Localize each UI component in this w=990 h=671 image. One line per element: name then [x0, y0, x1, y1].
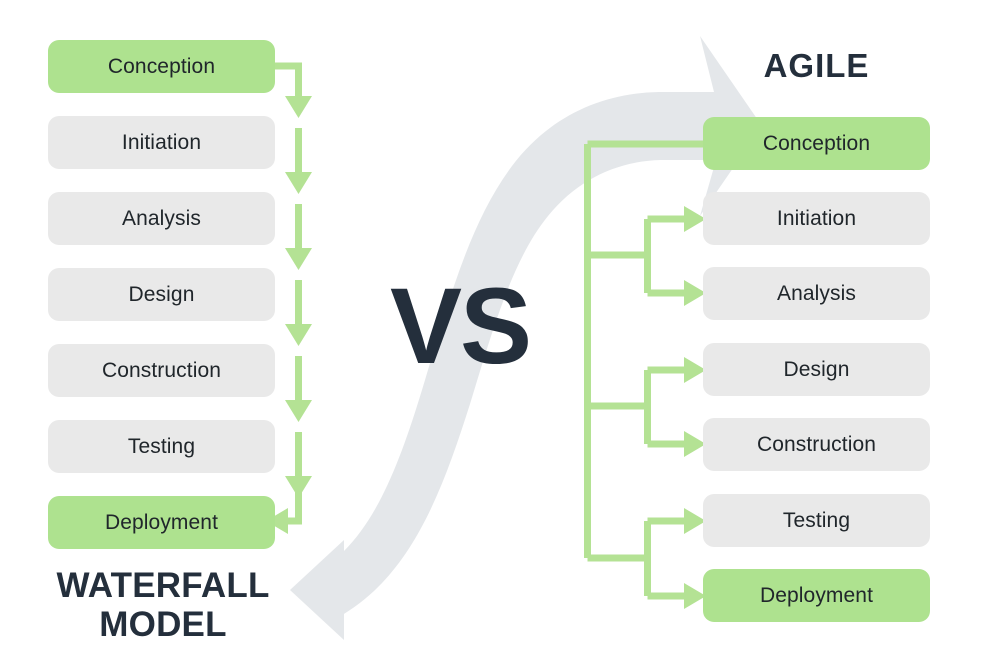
- waterfall-stage-initiation[interactable]: Initiation: [48, 116, 275, 169]
- agile-stage-design[interactable]: Design: [703, 343, 930, 396]
- waterfall-title-line2: MODEL: [99, 604, 227, 644]
- agile-stage-deployment[interactable]: Deployment: [703, 569, 930, 622]
- agile-stage-conception[interactable]: Conception: [703, 117, 930, 170]
- waterfall-stage-design[interactable]: Design: [48, 268, 275, 321]
- waterfall-stage-label: Design: [128, 283, 195, 306]
- waterfall-stage-label: Initiation: [121, 131, 202, 154]
- waterfall-stage-construction[interactable]: Construction: [48, 344, 275, 397]
- waterfall-stage-conception[interactable]: Conception: [48, 40, 275, 93]
- agile-stage-analysis[interactable]: Analysis: [703, 267, 930, 320]
- vs-label: VS: [389, 265, 532, 386]
- waterfall-stage-label: Deployment: [104, 511, 219, 534]
- agile-stage-label: Conception: [762, 132, 871, 155]
- waterfall-stage-label: Construction: [101, 359, 222, 382]
- agile-title: AGILE: [763, 47, 870, 84]
- agile-stage-label: Testing: [782, 509, 851, 532]
- waterfall-stage-analysis[interactable]: Analysis: [48, 192, 275, 245]
- waterfall-title-line1: WATERFALL: [56, 566, 270, 605]
- waterfall-title: WATERFALL MODEL: [18, 566, 308, 644]
- waterfall-stage-label: Conception: [107, 55, 216, 78]
- agile-stage-construction[interactable]: Construction: [703, 418, 930, 471]
- agile-stage-label: Design: [783, 358, 850, 381]
- waterfall-stage-deployment[interactable]: Deployment: [48, 496, 275, 549]
- agile-stage-label: Initiation: [776, 207, 857, 230]
- agile-stage-initiation[interactable]: Initiation: [703, 192, 930, 245]
- waterfall-stage-testing[interactable]: Testing: [48, 420, 275, 473]
- agile-stage-label: Analysis: [777, 282, 856, 305]
- agile-stage-label: Construction: [756, 433, 877, 456]
- agile-stage-label: Deployment: [759, 584, 874, 607]
- waterfall-stage-label: Analysis: [122, 207, 201, 230]
- waterfall-stage-label: Testing: [127, 435, 196, 458]
- agile-stage-testing[interactable]: Testing: [703, 494, 930, 547]
- agile-arrowheads: [684, 206, 706, 609]
